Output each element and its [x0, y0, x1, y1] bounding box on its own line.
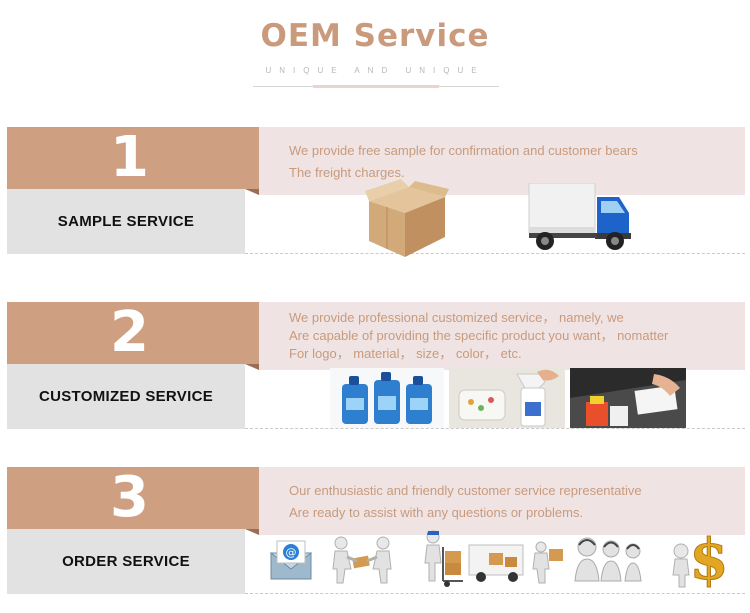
loading-van-icon [468, 541, 563, 584]
wiping-surface-icon [570, 368, 686, 428]
divider-line [245, 428, 745, 429]
detergent-bottles-icon [330, 368, 444, 428]
description-line: We provide free sample for confirmation … [289, 143, 638, 158]
dollar-sign-icon: $ [672, 527, 729, 589]
service-label-panel: SAMPLE SERVICE [7, 189, 245, 254]
description-line: Are capable of providing the specific pr… [289, 328, 669, 343]
description-line: Are ready to assist with any questions o… [289, 505, 584, 520]
service-label-panel: CUSTOMIZED SERVICE [7, 364, 245, 429]
customized-service-section: 2 We provide professional customized ser… [7, 302, 745, 429]
page-title: OEM Service [260, 18, 490, 54]
divider-line [245, 253, 745, 254]
cardboard-box-icon [365, 179, 449, 257]
delivery-truck-icon [528, 183, 631, 250]
divider-line [245, 593, 745, 594]
service-description: We provide professional customized servi… [289, 309, 739, 363]
call-center-icon [574, 537, 642, 582]
ribbon-fold [245, 364, 259, 370]
step-number: 3 [110, 465, 149, 530]
description-panel [259, 467, 745, 535]
courier-trolley-icon [424, 530, 463, 587]
step-number: 1 [110, 125, 149, 190]
svg-text:@: @ [286, 546, 297, 559]
title-divider-accent [313, 85, 439, 88]
step-number-panel: 1 [7, 127, 259, 189]
description-panel [259, 127, 745, 195]
description-line: For logo， material， size， color， etc. [289, 346, 522, 361]
description-line: Our enthusiastic and friendly customer s… [289, 483, 642, 498]
order-service-section: 3 Our enthusiastic and friendly customer… [7, 467, 745, 594]
sample-service-section: 1 We provide free sample for confirmatio… [7, 127, 745, 257]
service-description: Our enthusiastic and friendly customer s… [289, 480, 739, 524]
service-label: CUSTOMIZED SERVICE [38, 388, 214, 405]
ribbon-fold [245, 189, 259, 195]
service-description: We provide free sample for confirmation … [289, 140, 739, 184]
spray-cleaning-icon [449, 368, 565, 428]
step-number: 2 [110, 300, 149, 365]
description-line: The freight charges. [289, 165, 405, 180]
service-label: ORDER SERVICE [62, 553, 190, 570]
service-label-panel: ORDER SERVICE [7, 529, 245, 594]
step-number-panel: 3 [7, 467, 259, 529]
svg-text:$: $ [690, 527, 729, 589]
step-number-panel: 2 [7, 302, 259, 364]
service-label: SAMPLE SERVICE [57, 213, 195, 230]
page-subtitle: UNIQUE AND UNIQUE [265, 66, 485, 75]
handshake-figures-icon [332, 536, 392, 584]
description-line: We provide professional customized servi… [289, 310, 624, 325]
ribbon-fold [245, 529, 259, 535]
email-icon: @ [269, 540, 313, 580]
description-panel [259, 302, 745, 370]
